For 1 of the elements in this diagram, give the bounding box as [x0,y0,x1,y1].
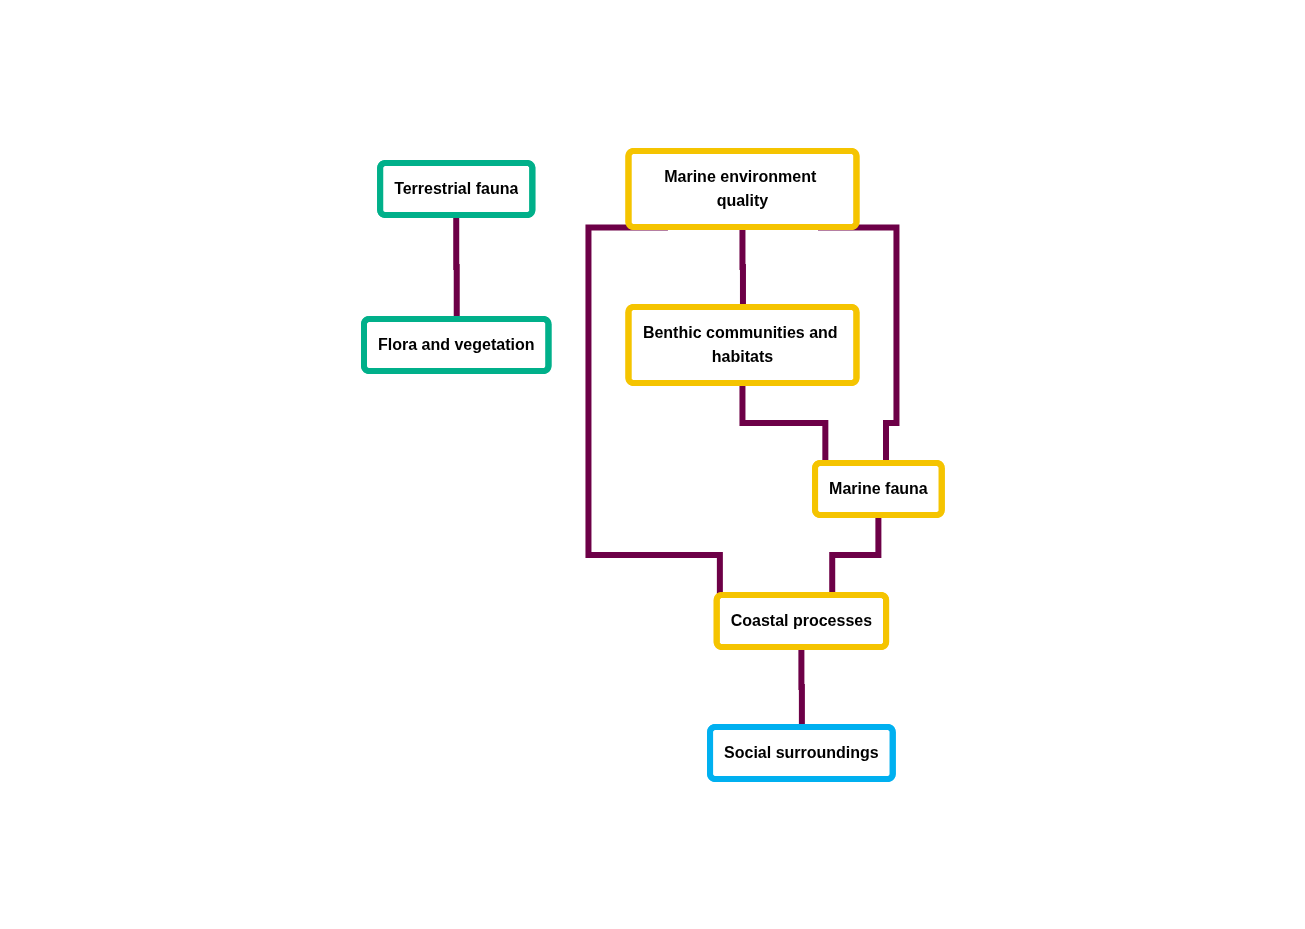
connector [585,224,723,596]
